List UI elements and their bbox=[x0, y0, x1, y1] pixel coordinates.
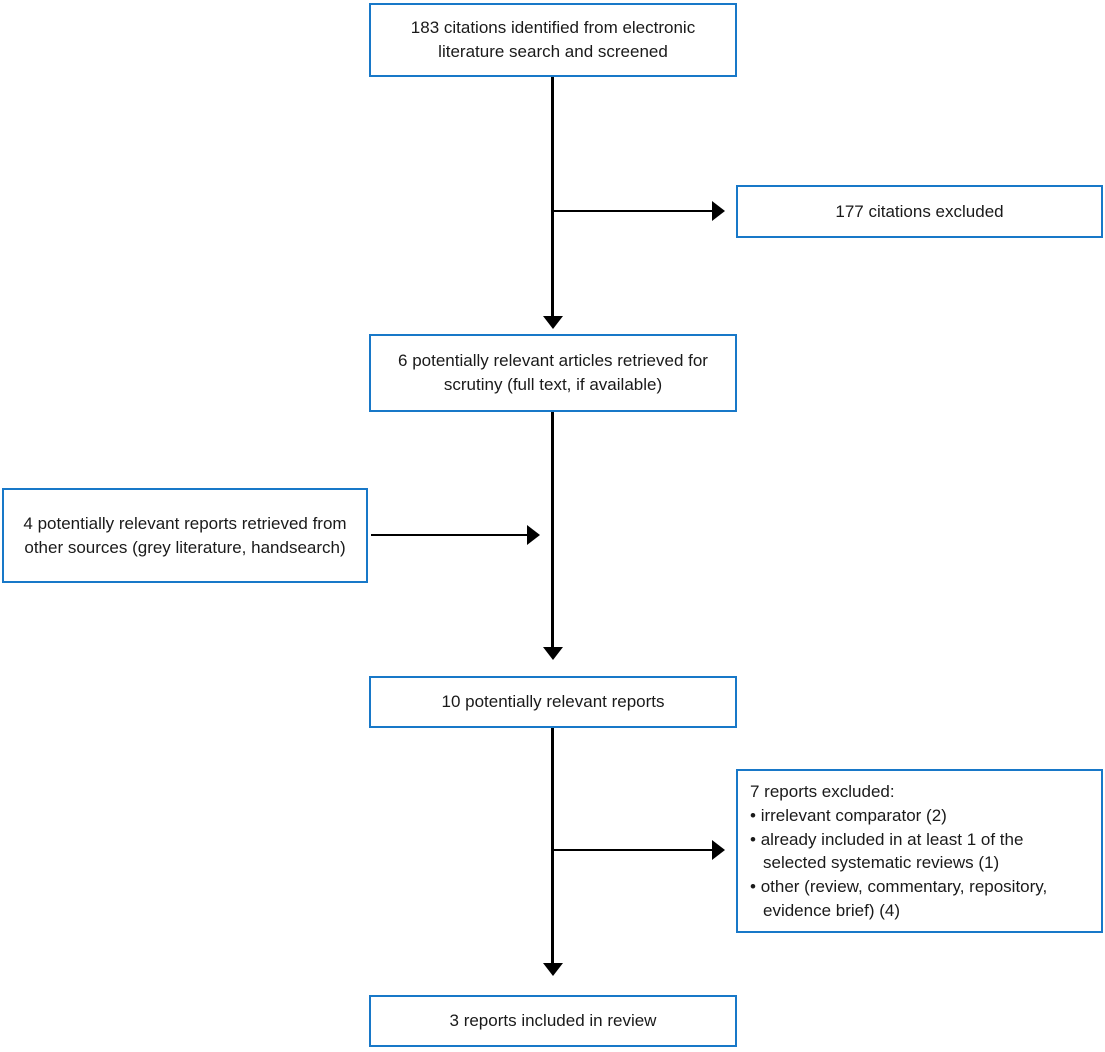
node-articles-retrieved: 6 potentially relevant articles retrieve… bbox=[369, 334, 737, 412]
node-reports-excluded-heading: 7 reports excluded: bbox=[750, 782, 895, 801]
node-articles-retrieved-label: 6 potentially relevant articles retrieve… bbox=[398, 351, 708, 394]
excluded-reason-item: other (review, commentary, repository, e… bbox=[750, 875, 1089, 923]
node-reports-included-label: 3 reports included in review bbox=[449, 1011, 657, 1031]
node-citations-identified: 183 citations identified from electronic… bbox=[369, 3, 737, 77]
arrow-branch-to-citations-excluded-line bbox=[553, 210, 712, 212]
arrowhead-right-icon bbox=[712, 201, 725, 221]
arrow-other-sources-merge-line bbox=[371, 534, 527, 536]
node-citations-identified-label: 183 citations identified from electronic… bbox=[410, 18, 696, 61]
arrowhead-right-icon bbox=[712, 840, 725, 860]
arrowhead-down-icon bbox=[543, 316, 563, 329]
node-other-sources: 4 potentially relevant reports retrieved… bbox=[2, 488, 368, 583]
node-potentially-relevant-reports: 10 potentially relevant reports bbox=[369, 676, 737, 728]
excluded-reason-item: irrelevant comparator (2) bbox=[750, 804, 1089, 828]
node-reports-included: 3 reports included in review bbox=[369, 995, 737, 1047]
arrow-retrieved-to-potentially-relevant-line bbox=[551, 412, 554, 648]
arrowhead-right-icon bbox=[527, 525, 540, 545]
arrowhead-down-icon bbox=[543, 963, 563, 976]
node-citations-excluded-label: 177 citations excluded bbox=[835, 201, 1004, 221]
excluded-reasons-list: irrelevant comparator (2)already include… bbox=[750, 804, 1089, 923]
node-potentially-relevant-reports-label: 10 potentially relevant reports bbox=[441, 692, 665, 712]
arrow-potentially-relevant-to-included-line bbox=[551, 728, 554, 964]
node-other-sources-label: 4 potentially relevant reports retrieved… bbox=[23, 513, 347, 557]
node-citations-excluded: 177 citations excluded bbox=[736, 185, 1103, 238]
excluded-reason-item: already included in at least 1 of the se… bbox=[750, 828, 1089, 876]
node-reports-excluded: 7 reports excluded: irrelevant comparato… bbox=[736, 769, 1103, 933]
arrow-identified-to-retrieved-line bbox=[551, 77, 554, 317]
arrow-branch-to-reports-excluded-line bbox=[553, 849, 712, 851]
arrowhead-down-icon bbox=[543, 647, 563, 660]
